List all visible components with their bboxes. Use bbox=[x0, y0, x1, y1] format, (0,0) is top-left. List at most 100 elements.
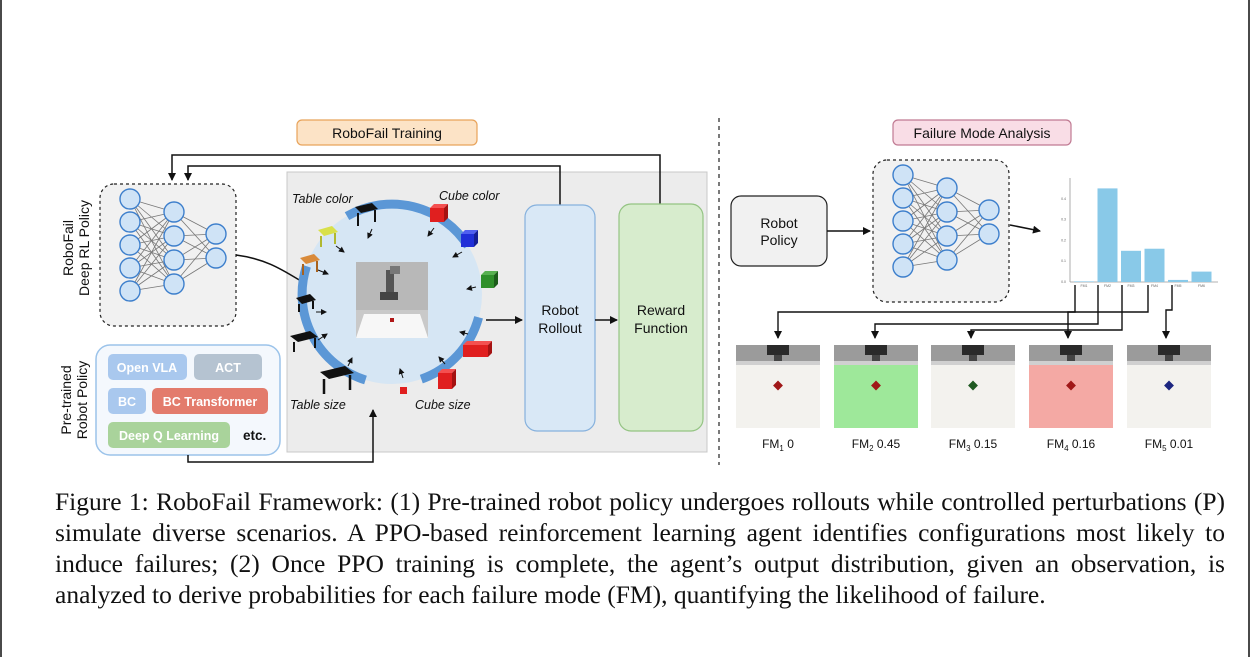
rollout-feedback-arrow bbox=[184, 165, 561, 206]
failure-mode-label: FM4 0.16 bbox=[1047, 437, 1096, 453]
network-edge bbox=[902, 187, 948, 268]
training-title-label: RoboFail Training bbox=[296, 119, 478, 146]
failure-mode-images: FM1 0 FM2 0.45 FM3 0.15 FM4 0.16 FM5 0.01 bbox=[736, 345, 1211, 453]
network-node bbox=[163, 201, 185, 223]
svg-text:RoboFail: RoboFail bbox=[60, 220, 76, 276]
failure-mode-image-3 bbox=[931, 345, 1015, 428]
network-edge bbox=[129, 221, 175, 285]
network-node bbox=[936, 177, 958, 199]
cube-medium-icon bbox=[438, 369, 456, 389]
cube-blue-icon bbox=[461, 230, 478, 247]
y-tick-label: 0.1 bbox=[1061, 259, 1066, 263]
network-node bbox=[892, 187, 914, 209]
bar-FM5 bbox=[1168, 279, 1188, 282]
network-edge bbox=[902, 187, 948, 245]
policy-chip-deep-q: Deep Q Learning bbox=[108, 422, 230, 448]
y-tick-label: 0.3 bbox=[1061, 218, 1066, 222]
svg-text:Rollout: Rollout bbox=[538, 320, 582, 336]
cube-red-icon bbox=[430, 204, 448, 222]
failure-mode-label: FM3 0.15 bbox=[949, 437, 998, 453]
robofail-policy-label: RoboFail Deep RL Policy bbox=[60, 200, 92, 296]
network-node bbox=[163, 225, 185, 247]
network-node bbox=[936, 201, 958, 223]
cube-green-icon bbox=[481, 271, 498, 288]
svg-text:RoboFail Training: RoboFail Training bbox=[332, 125, 442, 141]
bar-tick-label: FM6 bbox=[1198, 284, 1205, 288]
y-tick-label: 0.2 bbox=[1061, 238, 1066, 242]
failure-mode-image-1 bbox=[736, 345, 820, 428]
bar-tick-label: FM2 bbox=[1104, 284, 1111, 288]
policy-chip-bc: BC bbox=[108, 388, 146, 414]
y-tick-label: 0.4 bbox=[1061, 197, 1066, 201]
svg-text:Pre-trained: Pre-trained bbox=[58, 365, 74, 434]
analysis-title-label: Failure Mode Analysis bbox=[892, 119, 1072, 146]
network-node bbox=[119, 280, 141, 302]
network-node bbox=[892, 233, 914, 255]
network-edge bbox=[129, 211, 175, 269]
table-orange-icon bbox=[300, 254, 320, 275]
failure-mode-image-2 bbox=[834, 345, 918, 428]
svg-text:BC Transformer: BC Transformer bbox=[163, 395, 258, 409]
table-size-label: Table size bbox=[290, 398, 346, 412]
policy-chip-etc: etc. bbox=[243, 428, 266, 443]
network-node bbox=[978, 199, 1000, 221]
network-node bbox=[205, 223, 227, 245]
network-node bbox=[119, 188, 141, 210]
bar-FM3 bbox=[1121, 250, 1141, 282]
bar-FM2 bbox=[1097, 188, 1118, 282]
network-node bbox=[936, 249, 958, 271]
network-edge bbox=[902, 211, 948, 268]
table-black-icon bbox=[355, 203, 378, 226]
network-node bbox=[119, 211, 141, 233]
page-right-border bbox=[1248, 0, 1250, 657]
network-edge bbox=[902, 174, 948, 237]
network-edge bbox=[129, 235, 175, 292]
svg-text:ACT: ACT bbox=[215, 361, 241, 375]
network-edge bbox=[129, 198, 175, 261]
bar-FM4 bbox=[1144, 248, 1165, 282]
table-medium-icon bbox=[290, 331, 318, 352]
svg-text:Robot: Robot bbox=[760, 215, 797, 231]
reward-function-box: Reward Function bbox=[618, 203, 704, 432]
network-node bbox=[936, 225, 958, 247]
svg-text:Deep RL Policy: Deep RL Policy bbox=[76, 200, 92, 296]
network-node bbox=[119, 234, 141, 256]
cube-large-icon bbox=[463, 341, 492, 357]
robofail-figure: RoboFail Training Failure Mode Analysis … bbox=[58, 118, 1218, 465]
failure-mode-label: FM5 0.01 bbox=[1145, 437, 1194, 453]
svg-text:BC: BC bbox=[118, 395, 136, 409]
network-node bbox=[892, 256, 914, 278]
table-large-icon bbox=[320, 366, 354, 394]
figure-caption: Figure 1: RoboFail Framework: (1) Pre-tr… bbox=[55, 487, 1225, 609]
network-node bbox=[978, 223, 1000, 245]
network-edge bbox=[902, 197, 948, 261]
bar-tick-label: FM4 bbox=[1151, 284, 1158, 288]
svg-text:Policy: Policy bbox=[760, 232, 797, 248]
ring-arc-right bbox=[419, 316, 483, 384]
network-node bbox=[163, 249, 185, 271]
svg-text:Function: Function bbox=[634, 320, 688, 336]
svg-text:Robot Policy: Robot Policy bbox=[74, 361, 90, 440]
robot-scene-image bbox=[356, 262, 428, 338]
robot-policy-box: Robot Policy bbox=[730, 195, 828, 267]
network-node bbox=[163, 273, 185, 295]
policy-chip-act: ACT bbox=[194, 354, 262, 380]
y-tick-label: 0.0 bbox=[1061, 280, 1066, 284]
svg-text:Failure Mode Analysis: Failure Mode Analysis bbox=[914, 125, 1051, 141]
network-node bbox=[205, 247, 227, 269]
chart-to-image-arrows bbox=[774, 285, 1173, 339]
svg-text:Reward: Reward bbox=[637, 302, 685, 318]
reward-feedback-arrow bbox=[168, 154, 661, 206]
failure-mode-label: FM2 0.45 bbox=[852, 437, 901, 453]
network-node bbox=[119, 257, 141, 279]
network-node bbox=[892, 164, 914, 186]
svg-text:Robot: Robot bbox=[541, 302, 578, 318]
table-small-icon bbox=[296, 294, 316, 312]
bar-tick-label: FM5 bbox=[1175, 284, 1182, 288]
failure-mode-label: FM1 0 bbox=[762, 437, 794, 453]
svg-text:Open VLA: Open VLA bbox=[117, 361, 177, 375]
svg-text:Deep Q Learning: Deep Q Learning bbox=[119, 429, 219, 443]
cube-size-label: Cube size bbox=[415, 398, 471, 412]
network-node bbox=[892, 210, 914, 232]
network-to-chart-arrow bbox=[1009, 224, 1041, 234]
